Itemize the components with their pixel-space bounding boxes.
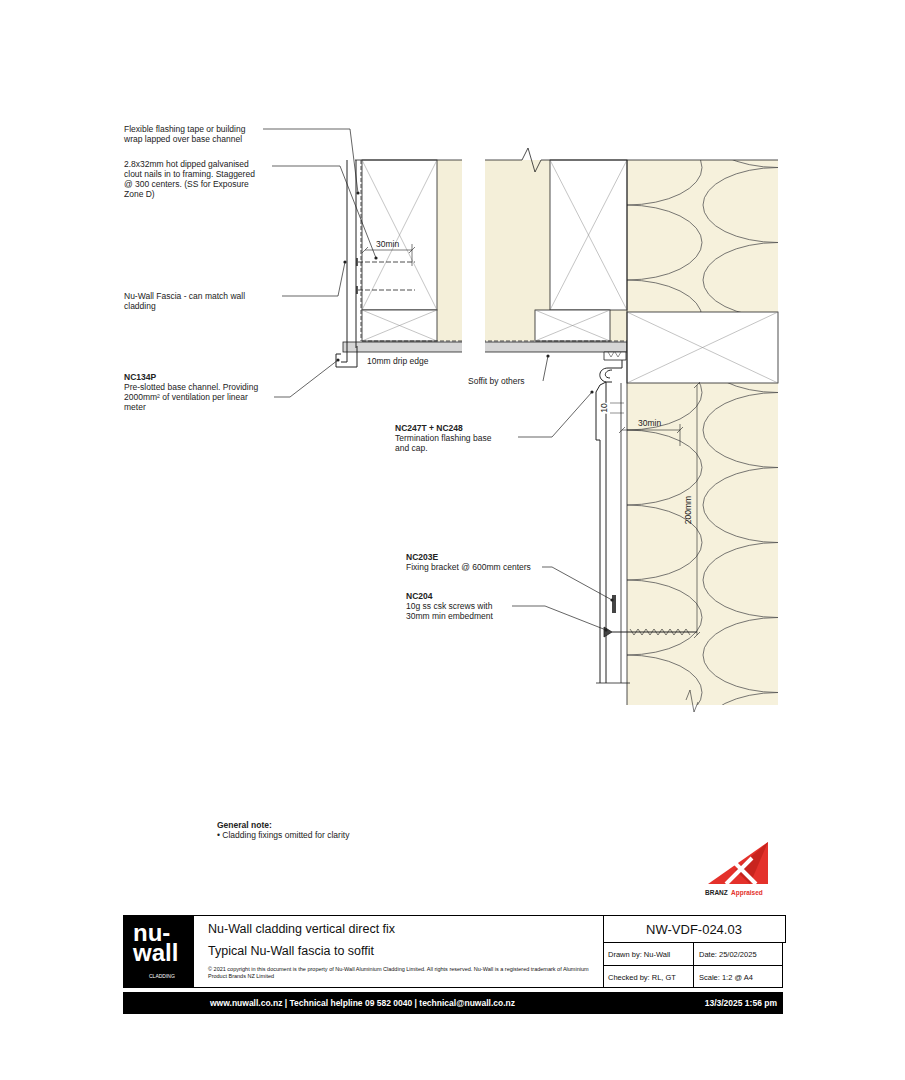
callout-text: Fixing bracket @ 600mm centers [406,562,531,572]
break-line [355,148,778,172]
bottom-plate [535,310,610,341]
dimension-text: 30min [638,418,661,428]
fixing-bracket [612,595,616,613]
insulation-pattern [627,160,778,312]
cell-text: Nu-Wall cladding vertical direct fix [208,922,395,937]
cell-text: CLADDING [149,973,175,979]
nail [358,262,415,290]
screw [604,627,612,637]
cavity-line [621,383,622,683]
branz-logo [708,842,768,884]
leader-dot [336,191,613,631]
insulation-pattern [627,383,778,705]
branz-mark: Appraised [731,888,763,898]
callout-text: Nu-Wall Fascia - can match wall cladding [124,291,276,311]
title-cell: Nu-Wall cladding vertical direct fixTypi… [193,915,604,988]
part-code: NC247T + NC248 [395,423,463,433]
lintel [627,312,778,383]
cell-text: nu- wall [133,923,189,963]
building-wrap [361,160,627,341]
branz-mark: BRANZ [705,888,728,898]
drawing-number-cell: NW-VDF-024.03 [603,915,786,943]
cell-text: 13/3/2025 1:56 pm [705,998,777,1008]
callout-text: 10g ss csk screws with 30mm min embedmen… [406,601,508,621]
cell-text: Date: 25/02/2025 [699,950,757,959]
cell-text: Checked by: RL, GT [608,973,676,982]
checked-by-cell: Checked by: RL, GT [603,965,694,988]
cell-text: Scale: 1:2 @ A4 [699,973,753,982]
footer-bar: www.nuwall.co.nz | Technical helpline 09… [123,992,783,1014]
infill [362,310,627,341]
stud [550,160,627,310]
dimension-line [694,382,700,638]
cell-text: © 2021 copyright in this document is the… [208,966,598,980]
dimension-text: 10 [599,402,609,413]
dimension-text: 30min [376,239,399,249]
date-cell: Date: 25/02/2025 [693,942,783,966]
bottom-plate [362,310,437,341]
callout-text: 10mm drip edge [367,356,428,366]
insulation [627,160,778,312]
cell-text: www.nuwall.co.nz | Technical helpline 09… [210,998,515,1008]
note-text: • Cladding fixings omitted for clarity [217,830,349,840]
leader-line [263,129,612,630]
callout-text: Soffit by others [468,376,525,386]
dimension-text: 200mm [683,496,693,524]
cell-text: NW-VDF-024.03 [604,922,784,937]
callout-text: Termination flashing base and cap. [395,433,505,453]
callout-text: Pre-slotted base channel. Providing 2000… [124,382,270,412]
callout-text: Flexible flashing tape or building wrap … [124,124,260,144]
cell-text: Typical Nu-Wall fascia to soffit [208,944,374,959]
break-gap [462,150,485,356]
part-code: NC204 [406,591,432,601]
infill [437,160,550,310]
logo-box: nu- wallCLADDING [123,915,193,988]
drawn-by-cell: Drawn by: Nu-Wall [603,942,694,966]
part-code: NC203E [406,552,438,562]
note-heading: General note: [217,820,272,830]
cell-text: Drawn by: Nu-Wall [608,950,670,959]
stud [362,160,437,310]
part-code: NC134P [124,372,156,382]
termination-flashing [600,360,622,382]
base-channel [336,346,357,367]
cladding-panel [600,440,606,683]
scale-cell: Scale: 1:2 @ A4 [693,965,783,988]
callout-text: 2.8x32mm hot dipped galvanised clout nai… [124,159,262,199]
